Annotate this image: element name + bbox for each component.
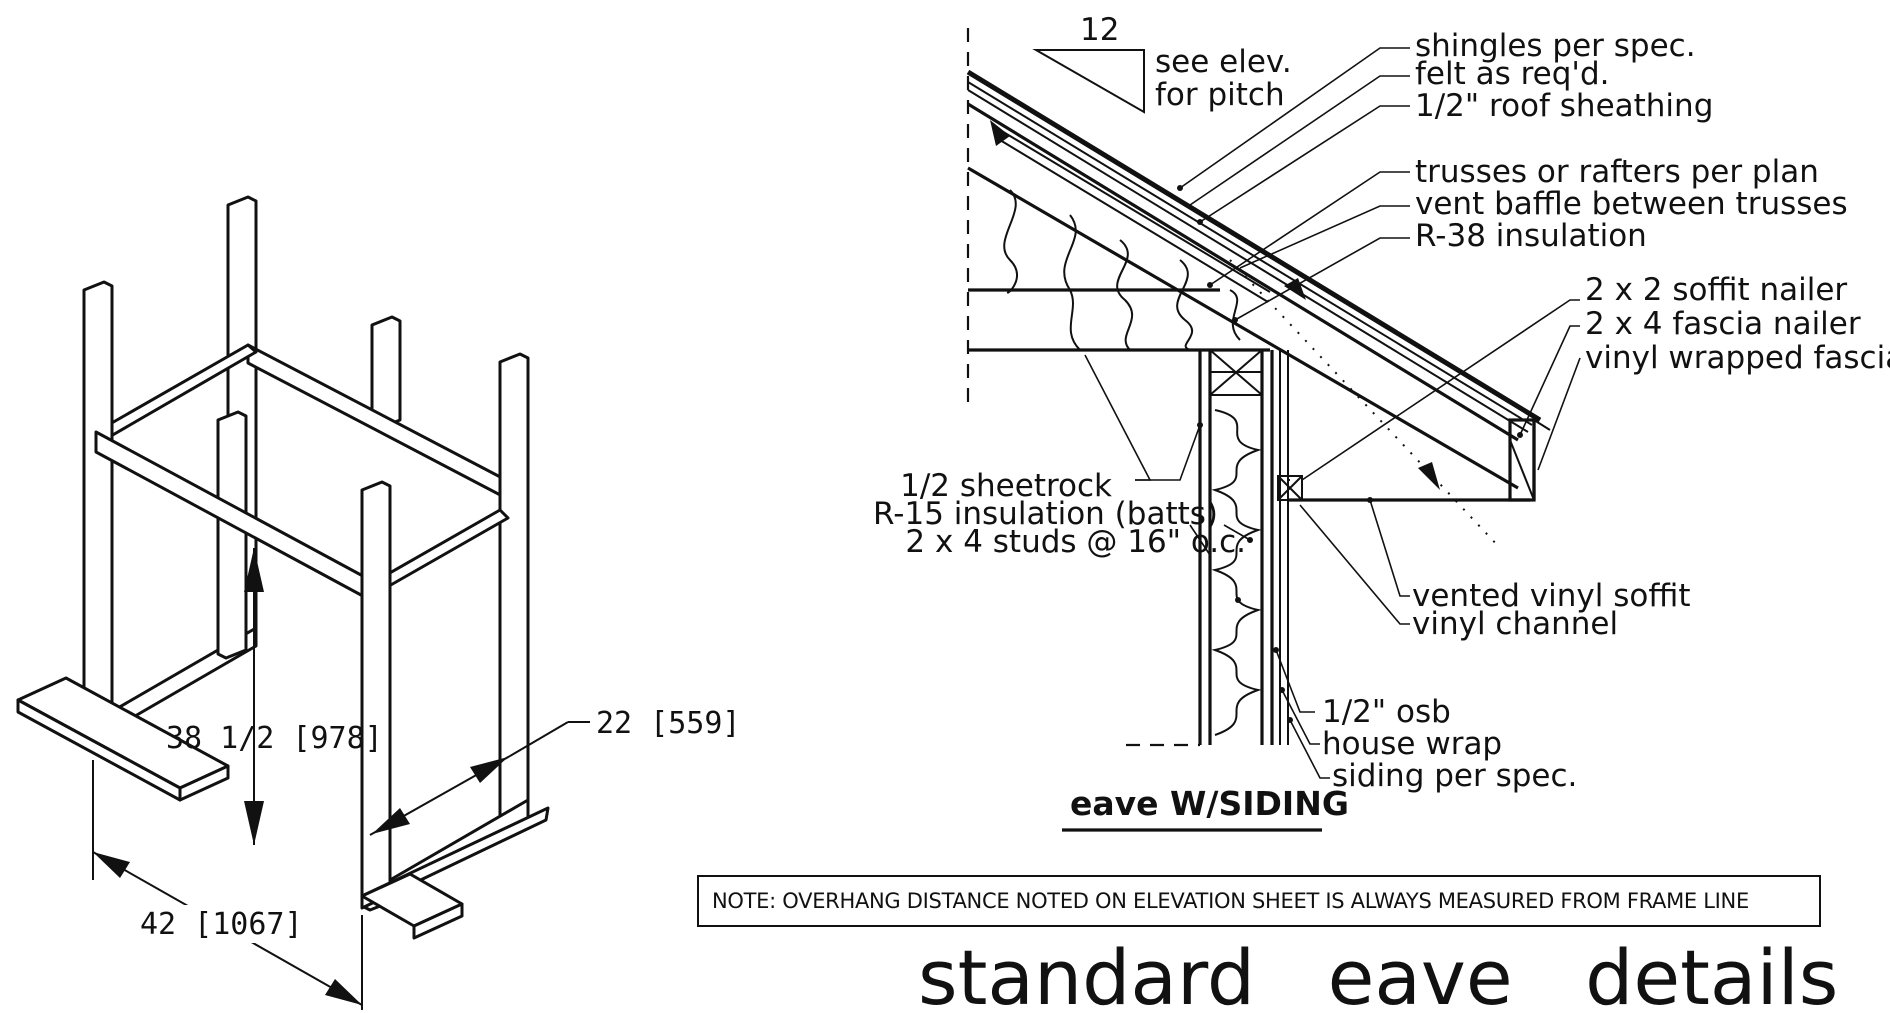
label-roof-sheathing: 1/2" roof sheathing xyxy=(1415,88,1713,124)
label-r38: R-38 insulation xyxy=(1415,218,1647,254)
label-r15: R-15 insulation (batts) xyxy=(873,496,1218,532)
label-house-wrap: house wrap xyxy=(1322,726,1502,762)
label-osb: 1/2" osb xyxy=(1322,694,1451,730)
label-vented-soffit: vented vinyl soffit xyxy=(1412,578,1691,614)
label-trusses: trusses or rafters per plan xyxy=(1415,154,1819,190)
pitch-run-label: 12 xyxy=(1080,12,1119,48)
label-studs: 2 x 4 studs @ 16" o.c. xyxy=(905,524,1246,560)
dimension-height: 38 1/2 [978] xyxy=(166,548,383,845)
label-vinyl-fascia: vinyl wrapped fascia xyxy=(1585,340,1890,376)
pitch-note-line1: see elev. xyxy=(1155,44,1292,80)
dimension-depth: 22 [559] xyxy=(369,706,741,836)
eave-labels-right: shingles per spec. felt as req'd. 1/2" r… xyxy=(1415,28,1890,376)
label-felt: felt as req'd. xyxy=(1415,56,1609,92)
depth-dimension-label: 22 [559] xyxy=(596,706,741,741)
eave-subtitle: eave W/SIDING xyxy=(1070,784,1349,823)
label-sheetrock: 1/2 sheetrock xyxy=(900,468,1112,504)
width-dimension-label: 42 [1067] xyxy=(140,907,303,942)
isometric-frame xyxy=(16,195,550,940)
eave-labels-bottom: vented vinyl soffit vinyl channel 1/2" o… xyxy=(1322,578,1691,794)
label-shingles: shingles per spec. xyxy=(1415,28,1696,64)
note-box xyxy=(697,875,1821,927)
page-title: standard eave details xyxy=(918,933,1838,1013)
label-soffit-nailer: 2 x 2 soffit nailer xyxy=(1585,272,1847,308)
label-siding: siding per spec. xyxy=(1332,758,1577,794)
label-vent-baffle: vent baffle between trusses xyxy=(1415,186,1848,222)
label-fascia-nailer: 2 x 4 fascia nailer xyxy=(1585,306,1861,342)
overhang-note: NOTE: OVERHANG DISTANCE NOTED ON ELEVATI… xyxy=(712,889,1749,913)
eave-section: 12 see elev. for pitch xyxy=(966,12,1581,779)
label-vinyl-channel: vinyl channel xyxy=(1412,606,1618,642)
pitch-note-line2: for pitch xyxy=(1155,77,1285,113)
height-dimension-label: 38 1/2 [978] xyxy=(166,721,383,756)
dimension-width: 42 [1067] xyxy=(92,760,363,1010)
eave-labels-left: 1/2 sheetrock R-15 insulation (batts) 2 … xyxy=(873,468,1246,560)
